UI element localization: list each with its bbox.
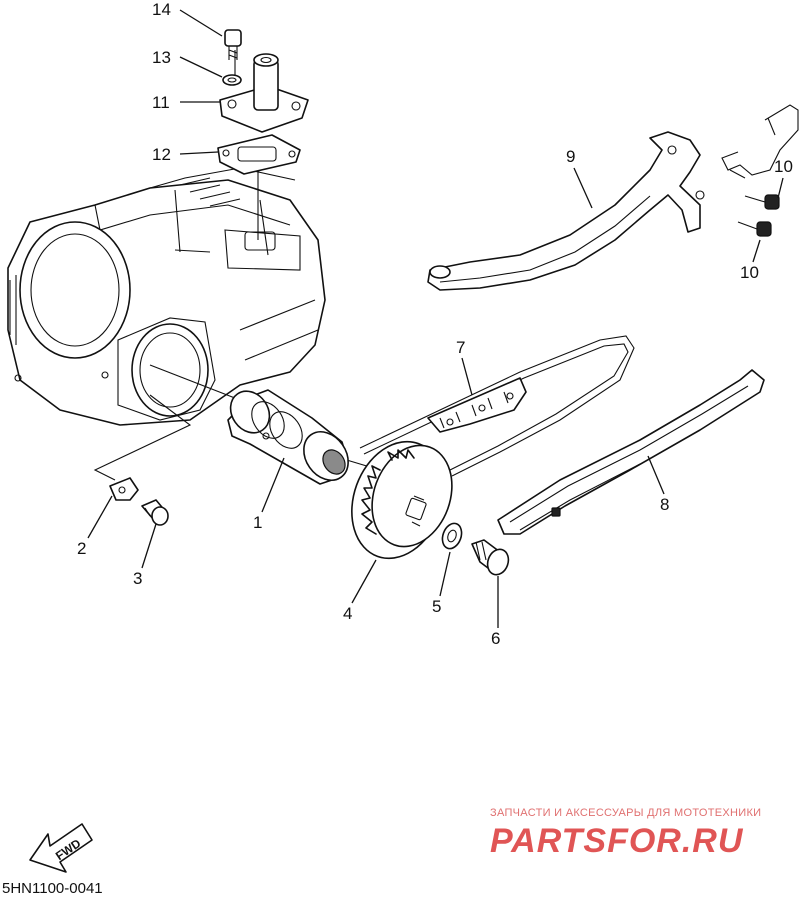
cam-chain [359,335,635,477]
callout-10-lower: 10 [740,239,761,282]
svg-text:2: 2 [77,539,86,558]
callout-13: 13 [152,48,223,78]
svg-text:7: 7 [456,338,465,357]
chain-guide [497,369,765,535]
fwd-arrow: FWD [29,823,93,873]
chain-tensioner-arm [427,131,705,291]
callout-12: 12 [152,145,219,164]
svg-text:12: 12 [152,145,171,164]
sprocket-washer [441,522,463,550]
svg-text:4: 4 [343,604,352,623]
callout-6: 6 [491,576,500,648]
mounting-bracket [721,104,799,176]
bracket-bolt [141,499,169,526]
svg-text:9: 9 [566,147,575,166]
svg-text:5: 5 [432,597,441,616]
tensioner-washer [222,74,242,86]
callout-5: 5 [432,551,451,616]
callout-11: 11 [152,93,220,112]
watermark-tagline: ЗАПЧАСТИ И АКСЕССУАРЫ ДЛЯ МОТОТЕХНИКИ [490,807,762,819]
watermark-logo: PARTSFOR.RU [490,822,744,860]
svg-text:10: 10 [774,157,793,176]
arm-bolt-upper [744,194,780,210]
callout-4: 4 [343,559,377,623]
arm-bolt-lower [737,221,772,237]
callout-2: 2 [77,495,113,558]
tensioner-bolt [224,29,242,60]
svg-text:14: 14 [152,0,171,19]
svg-text:3: 3 [133,569,142,588]
svg-text:13: 13 [152,48,171,67]
camshaft [227,389,349,485]
callout-1: 1 [253,457,285,532]
cam-chain-tensioner [219,53,309,133]
sprocket-bolt [471,539,510,576]
callout-10-upper: 10 [774,157,793,199]
stopper-bracket [109,477,139,501]
svg-text:11: 11 [152,93,170,112]
svg-text:10: 10 [740,263,759,282]
svg-text:8: 8 [660,495,669,514]
callout-7: 7 [456,338,473,396]
callout-14: 14 [152,0,223,37]
tensioner-gasket [217,134,301,175]
callout-8: 8 [647,455,669,514]
drawing-code: 5HN1100-0041 [2,880,103,897]
callout-3: 3 [133,523,157,588]
svg-text:6: 6 [491,629,500,648]
svg-text:1: 1 [253,513,262,532]
cylinder-head [7,167,326,426]
cam-sprocket [351,440,453,560]
callout-9: 9 [566,147,593,209]
